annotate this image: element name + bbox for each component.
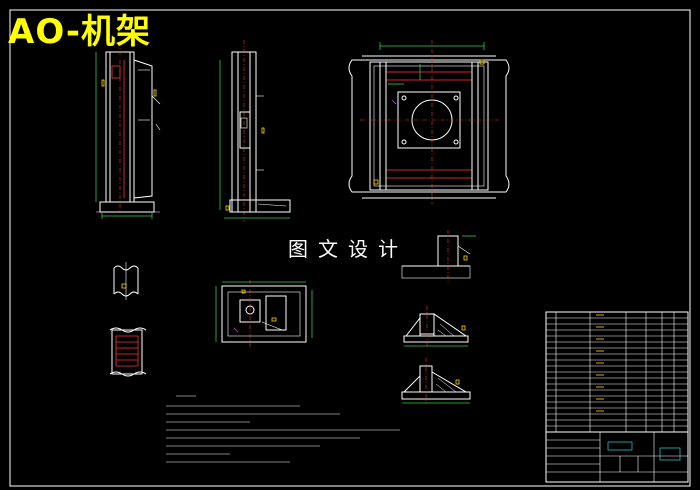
- detail-view-base-plate: [215, 280, 313, 348]
- section-view-gusset-upper: [403, 306, 469, 347]
- side-elevation-view: [219, 40, 291, 222]
- drawing-frame: [9, 9, 691, 487]
- detail-view-bracket: [401, 230, 476, 284]
- section-view-gusset-lower: [401, 358, 471, 404]
- title-block: [545, 431, 689, 483]
- front-elevation-view: [95, 42, 161, 219]
- drawing-title: AO-机架: [8, 12, 151, 52]
- technical-notes-block: [166, 395, 400, 463]
- detail-view-tube-section: [113, 262, 139, 300]
- detail-view-ladder: [109, 327, 147, 377]
- watermark-text: 图文设计: [288, 237, 408, 261]
- top-plan-view: [348, 40, 510, 204]
- parts-list-table: [545, 311, 689, 433]
